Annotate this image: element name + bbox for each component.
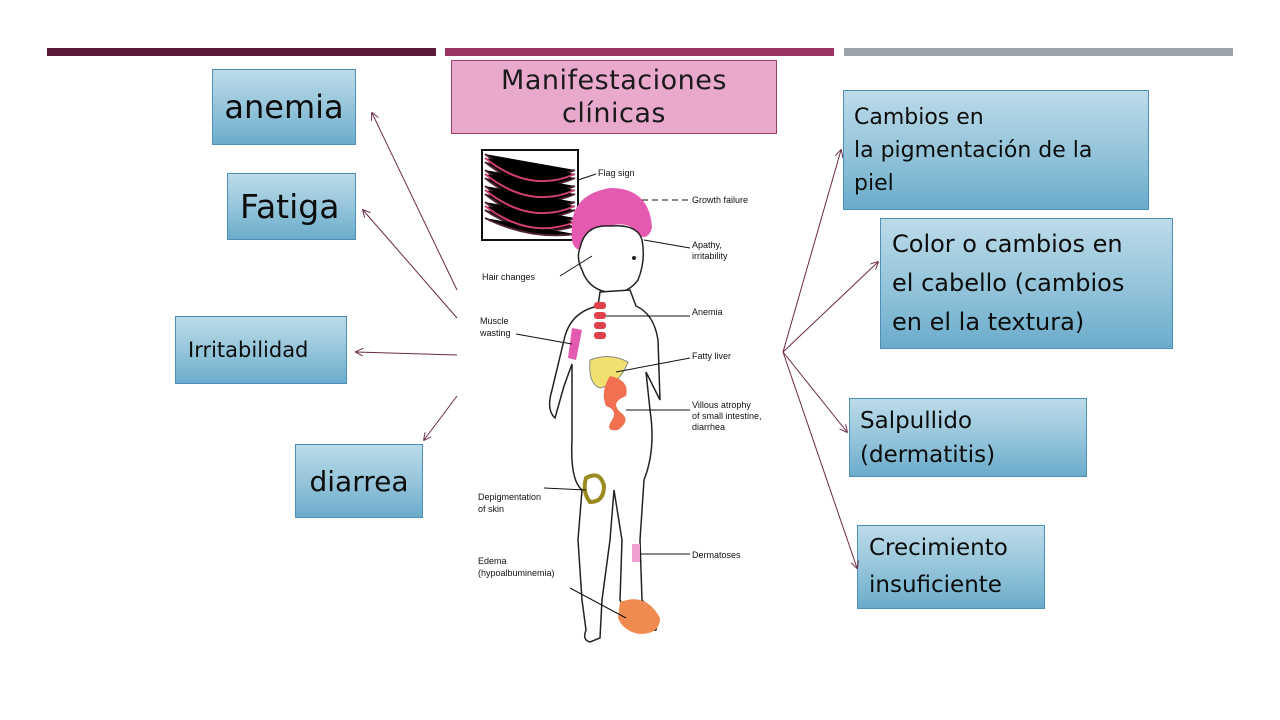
edema-foot-shape — [618, 599, 660, 634]
box-crecimiento-line-1: Crecimiento — [869, 535, 1008, 561]
arrow-to-diarrea — [424, 395, 458, 440]
anemia-marks — [594, 302, 606, 339]
box-fatiga-label: Fatiga — [240, 187, 340, 226]
header-bar-dark — [47, 48, 436, 56]
label-edema-1: Edema — [478, 556, 507, 566]
label-flag-sign: Flag sign — [598, 168, 635, 178]
box-cabello-line-3: en el la textura) — [892, 308, 1085, 336]
header-bar-gray — [844, 48, 1233, 56]
label-muscle-1: Muscle — [480, 316, 509, 326]
label-dermatoses: Dermatoses — [692, 550, 741, 560]
box-anemia: anemia — [212, 69, 356, 145]
muscle-wasting-mark — [568, 328, 582, 360]
intestine-shape — [603, 376, 627, 431]
title-line-2: clínicas — [562, 98, 666, 129]
arrow-to-crecimiento — [782, 351, 857, 568]
arrow-to-cabello — [782, 262, 878, 353]
arrow-to-anemia — [372, 113, 458, 291]
label-edema-2: (hypoalbuminemia) — [478, 568, 555, 578]
box-pigmentacion-line-3: piel — [854, 170, 894, 196]
box-anemia-label: anemia — [224, 88, 344, 126]
box-diarrea-label: diarrea — [309, 464, 409, 498]
box-irritabilidad: Irritabilidad — [175, 316, 347, 384]
label-villous-3: diarrhea — [692, 422, 725, 432]
box-diarrea: diarrea — [295, 444, 423, 518]
label-fatty-liver: Fatty liver — [692, 351, 731, 361]
title-box: Manifestaciones clínicas — [451, 60, 777, 134]
label-apathy-1: Apathy, — [692, 240, 722, 250]
arrow-to-fatiga — [363, 210, 458, 319]
header-bar-magenta — [445, 48, 834, 56]
box-crecimiento: Crecimiento insuficiente — [857, 525, 1045, 609]
label-villous-2: of small intestine, — [692, 411, 762, 421]
depigmentation-mark — [582, 473, 607, 505]
label-depig-1: Depigmentation — [478, 492, 541, 502]
dermatoses-mark — [632, 544, 640, 562]
head-shape — [577, 225, 645, 294]
box-salpullido: Salpullido (dermatitis) — [849, 398, 1087, 477]
label-muscle-2: wasting — [479, 328, 511, 338]
label-apathy-2: irritability — [692, 251, 728, 261]
label-anemia: Anemia — [692, 307, 723, 317]
box-cabello-line-1: Color o cambios en — [892, 230, 1123, 258]
box-pigmentacion-line-1: Cambios en — [854, 104, 984, 130]
label-villous-1: Villous atrophy — [692, 400, 751, 410]
box-pigmentacion: Cambios en la pigmentación de la piel — [843, 90, 1149, 210]
label-depig-2: of skin — [478, 504, 504, 514]
box-cabello: Color o cambios en el cabello (cambios e… — [880, 218, 1173, 349]
arrow-to-pigmentacion — [782, 150, 841, 353]
box-salpullido-line-1: Salpullido — [860, 407, 973, 434]
arrow-to-salpullido — [782, 351, 847, 432]
box-salpullido-line-2: (dermatitis) — [860, 441, 996, 468]
box-pigmentacion-line-2: la pigmentación de la — [854, 137, 1093, 163]
box-irritabilidad-label: Irritabilidad — [188, 338, 309, 362]
flag-sign-inset — [481, 149, 579, 241]
label-growth-failure: Growth failure — [692, 195, 748, 205]
child-malnutrition-illustration: Flag sign Growth failure Apathy, irritab… — [478, 149, 762, 643]
box-cabello-line-2: el cabello (cambios — [892, 269, 1125, 297]
box-fatiga: Fatiga — [227, 173, 356, 240]
label-hair-changes: Hair changes — [482, 272, 536, 282]
arrow-to-irritabilidad — [356, 352, 458, 355]
title-line-1: Manifestaciones — [501, 65, 727, 96]
box-crecimiento-line-2: insuficiente — [869, 572, 1002, 598]
